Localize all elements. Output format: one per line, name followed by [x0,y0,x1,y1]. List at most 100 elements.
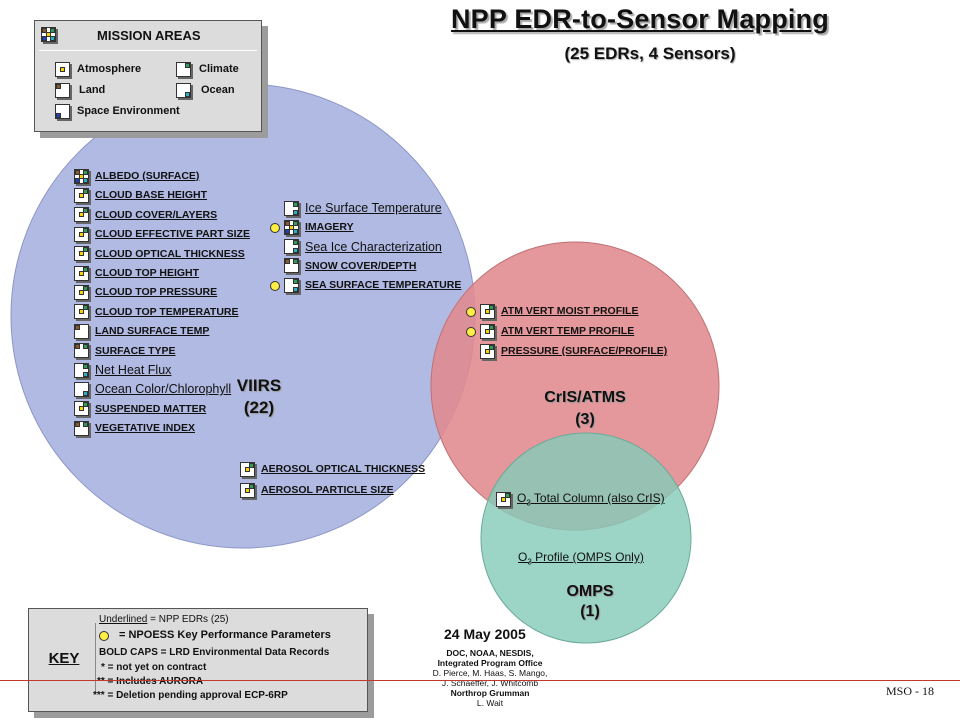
footer-divider [0,680,960,681]
atmosphere-climate-icon [240,461,255,477]
edr-label: ALBEDO (SURFACE) [95,170,200,182]
edr-label: ATM VERT TEMP PROFILE [501,325,635,337]
key-line-deletion: *** = Deletion pending approval ECP-6RP [93,690,288,701]
atmosphere-climate-icon [240,482,255,498]
viirs-count: (22) [243,398,275,417]
atmosphere-climate-icon [74,187,89,203]
edr-label: CLOUD COVER/LAYERS [95,208,218,221]
edr-label: IMAGERY [305,221,354,234]
mission-areas-legend: MISSION AREAS Atmosphere Climate Land Oc… [34,20,262,132]
edr-item: ALBEDO (SURFACE) [74,167,199,185]
credit-line-6: L. Wait [476,698,504,708]
land-climate-icon [74,420,89,436]
atmosphere-climate-icon [480,343,495,359]
slide-number: MSO - 18 [886,684,935,698]
atmosphere-climate-icon [74,246,89,262]
edr-label: ATM VERT MOIST PROFILE [501,305,639,317]
edr-label: CLOUD OPTICAL THICKNESS [95,247,245,260]
kpp-marker-icon [270,223,280,234]
edr-label: SNOW COVER/DEPTH [305,259,417,272]
legend-space-environment: Space Environment [77,105,180,117]
multi-area-icon [41,27,56,42]
legend-climate: Climate [199,63,239,75]
land-icon [74,323,89,339]
edr-item: CLOUD TOP HEIGHT [74,264,199,282]
atmosphere-climate-icon [74,401,89,417]
legend-atmosphere: Atmosphere [77,63,142,75]
key-line-kpp: = NPOESS Key Performance Parameters [119,629,331,641]
mission-areas-header: MISSION AREAS [35,21,261,49]
edr-item: SURFACE TYPE [74,342,176,360]
edr-label: SUSPENDED MATTER [95,402,207,415]
edr-label: CLOUD EFFECTIVE PART SIZE [95,228,250,241]
presentation-date: 24 May 2005 [444,626,526,642]
ocean-climate-icon [74,362,89,378]
credit-line-4: J. Schaeffer, J. Whitcomb [441,678,539,688]
edr-item: VEGETATIVE INDEX [74,419,195,437]
edr-label: LAND SURFACE TEMP [95,325,210,338]
edr-item: ATM VERT TEMP PROFILE [480,322,634,340]
edr-item: Sea Ice Characterization [284,238,442,256]
edr-item: IMAGERY [284,218,354,236]
edr-label: Net Heat Flux [95,363,172,377]
edr-item: Net Heat Flux [74,361,171,379]
edr-item: CLOUD OPTICAL THICKNESS [74,245,245,263]
atmosphere-climate-icon [74,226,89,242]
atmosphere-climate-icon [496,491,511,507]
atmosphere-climate-icon [74,207,89,223]
edr-item: CLOUD COVER/LAYERS [74,206,217,224]
climate-icon [176,62,191,77]
key-legend: KEY Underlined = NPP EDRs (25) = NPOESS … [28,608,368,712]
edr-item: Ice Surface Temperature [284,199,442,217]
o3-total-column-label: O3 Total Column (also CrIS) [517,491,665,508]
o3-total-column-row: O3 Total Column (also CrIS) [496,491,665,507]
land-climate-icon [284,258,299,274]
kpp-marker-icon [270,281,280,292]
edr-item: SEA SURFACE TEMPERATURE [284,276,461,294]
ocean-icon [176,83,191,98]
edr-item: ATM VERT MOIST PROFILE [480,302,638,320]
land-icon [55,83,70,98]
page-subtitle: (25 EDRs, 4 Sensors) [564,44,736,63]
atmosphere-icon [55,62,70,77]
credit-line-2: Integrated Program Office [437,658,543,668]
edr-label: PRESSURE (SURFACE/PROFILE) [501,345,668,357]
key-line-aurora: ** = Includes AURORA [97,676,204,687]
key-line-underlined: Underlined = NPP EDRs (25) [99,614,229,625]
omps-count: (1) [580,603,600,620]
ocean-climate-icon [284,200,299,216]
edr-label: Ice Surface Temperature [305,201,442,215]
atmosphere-climate-icon [480,323,495,339]
edr-label: SEA SURFACE TEMPERATURE [305,279,462,292]
edr-label: SURFACE TYPE [95,344,176,357]
omps-label: OMPS [566,583,614,600]
edr-item: SUSPENDED MATTER [74,400,206,418]
cris-atms-count: (3) [575,411,595,428]
cris-atms-label: CrIS/ATMS [544,389,626,406]
land-climate-icon [74,343,89,359]
edr-item: CLOUD TOP TEMPERATURE [74,303,239,321]
key-label: KEY [33,623,96,693]
kpp-marker-icon [466,327,476,337]
edr-label: Ocean Color/Chlorophyll [95,382,232,397]
viirs-label: VIIRS [236,376,282,395]
edr-label: AEROSOL OPTICAL THICKNESS [261,463,426,475]
ocean-icon [74,381,89,397]
key-line-not-on-contract: * = not yet on contract [101,662,207,673]
edr-label: CLOUD TOP HEIGHT [95,267,200,279]
edr-item: CLOUD TOP PRESSURE [74,283,217,301]
edr-item: CLOUD BASE HEIGHT [74,186,207,204]
credit-line-1: DOC, NOAA, NESDIS, [446,648,534,658]
kpp-marker-icon [99,631,109,641]
edr-label: CLOUD TOP TEMPERATURE [95,305,239,318]
atmosphere-climate-icon [74,284,89,300]
ocean-climate-icon [284,239,299,255]
edr-label: CLOUD TOP PRESSURE [95,286,218,299]
mission-areas-title: MISSION AREAS [97,28,201,43]
edr-item: CLOUD EFFECTIVE PART SIZE [74,225,250,243]
edr-label: CLOUD BASE HEIGHT [95,189,208,202]
edr-item: LAND SURFACE TEMP [74,322,209,340]
legend-ocean: Ocean [201,84,235,96]
omps-circle [480,432,692,644]
